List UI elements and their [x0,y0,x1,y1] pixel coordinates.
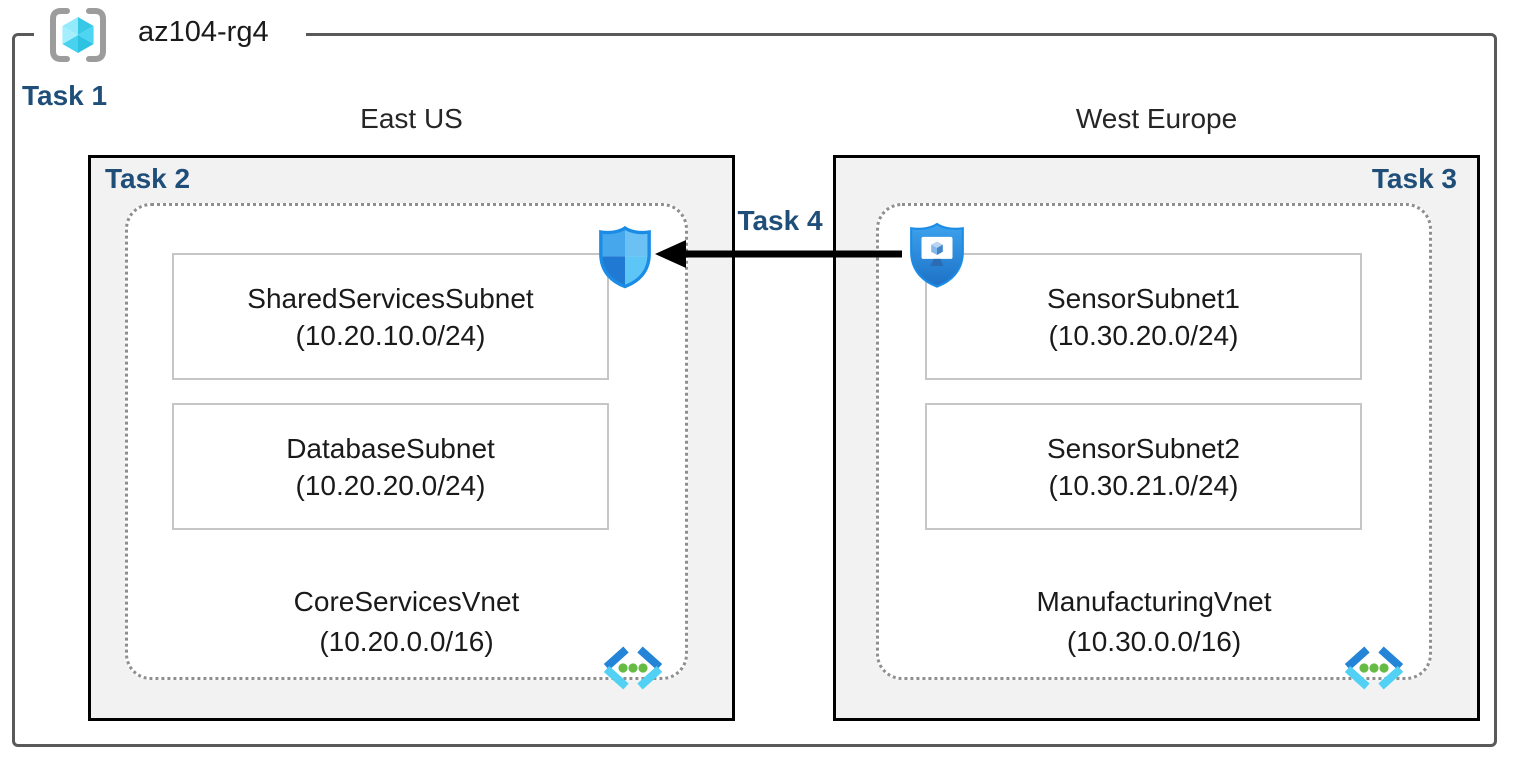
east-us-region-box: Task 2 SharedServicesSubnet (10.20.10.0/… [88,155,735,721]
peering-arrow-left-icon [655,240,902,268]
subnet-name: DatabaseSubnet [286,432,495,464]
vnet-name: CoreServicesVnet [293,586,520,617]
manufacturing-vnet-boundary: SensorSubnet1 (10.30.20.0/24) SensorSubn… [876,203,1432,690]
virtual-network-icon [603,646,663,690]
subnet-cidr: (10.30.20.0/24) [1048,319,1239,351]
vnet-name: ManufacturingVnet [1036,586,1272,617]
network-security-group-icon [599,225,651,289]
west-europe-region-box: Task 3 SensorSubnet1 (10.30.20.0/24) Sen… [833,155,1480,721]
vnet-cidr: (10.30.0.0/16) [1066,626,1242,657]
task2-label: Task 2 [105,163,191,194]
subnet-cidr: (10.30.21.0/24) [1048,469,1239,501]
database-subnet-box: DatabaseSubnet (10.20.20.0/24) [172,403,609,530]
resource-group-frame [12,33,1497,747]
core-services-vnet-label: CoreServicesVnet (10.20.0.0/16) [128,582,685,662]
sensor-subnet2-box: SensorSubnet2 (10.30.21.0/24) [925,403,1362,530]
subnet-name: SharedServicesSubnet [247,282,534,314]
virtual-network-icon [1344,646,1404,690]
core-services-vnet-boundary: SharedServicesSubnet (10.20.10.0/24) Dat… [125,203,688,690]
resource-group-icon [50,8,106,62]
monitor-glyph [921,236,953,266]
vnet-cidr: (10.20.0.0/16) [319,626,494,657]
subnet-name: SensorSubnet1 [1046,282,1241,314]
subnet-cidr: (10.20.20.0/24) [295,469,486,501]
subnet-cidr: (10.20.10.0/24) [295,319,486,351]
cube-glyph [62,17,94,53]
resource-group-name: az104-rg4 [138,16,269,48]
task3-label: Task 3 [1371,163,1457,194]
region-label-west-europe: West Europe [1075,103,1238,134]
task4-label: Task 4 [737,205,823,236]
application-security-group-icon [910,222,964,288]
shared-services-subnet-box: SharedServicesSubnet (10.20.10.0/24) [172,253,609,380]
subnet-name: SensorSubnet2 [1046,432,1241,464]
region-label-east-us: East US [360,103,463,134]
manufacturing-vnet-label: ManufacturingVnet (10.30.0.0/16) [879,582,1429,662]
task1-label: Task 1 [22,80,108,111]
sensor-subnet1-box: SensorSubnet1 (10.30.20.0/24) [925,253,1362,380]
